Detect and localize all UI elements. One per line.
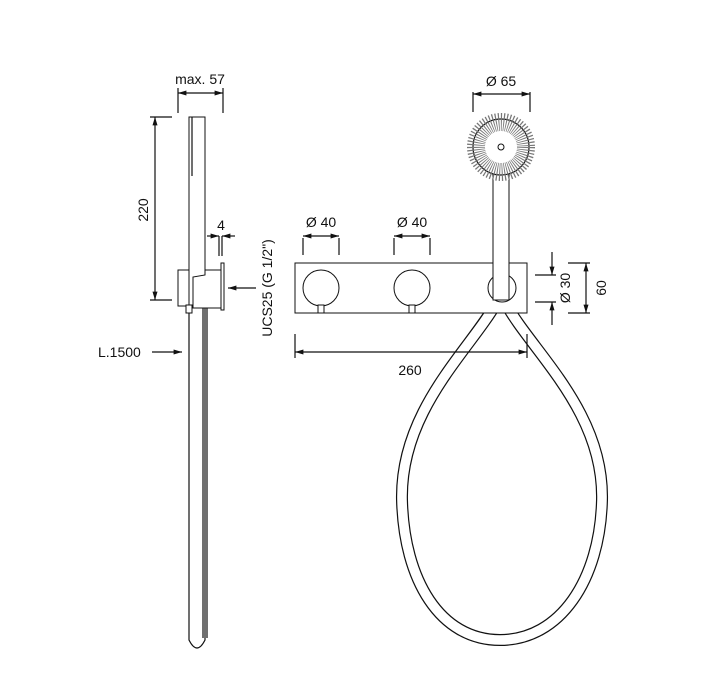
hose-side [188,305,208,649]
plate-height-dim: 60 [593,280,609,296]
knob-2 [393,269,431,307]
plate-thickness-dim: 4 [217,217,225,233]
height-dim: 220 [135,198,151,222]
connection-label: UCS25 (G 1/2") [259,239,275,337]
hand-shower-side [188,116,206,306]
knob-2-dim: Ø 40 [397,214,428,230]
knob-1-dim: Ø 40 [306,214,337,230]
shower-head-dim: Ø 65 [486,73,517,89]
knob-2-lever [408,304,416,314]
hand-shower-handle [492,169,510,301]
knob-1-lever [317,304,325,314]
shower-head-center [497,143,505,151]
holder-dim: Ø 30 [557,273,573,304]
holder-block [177,269,190,307]
wall-plate-side [220,262,225,311]
hose-loop [395,299,609,647]
knob-1 [302,269,340,307]
plate-width-dim: 260 [398,362,422,378]
shower-head-nozzles [467,113,535,181]
max-width-dim: max. 57 [175,71,225,87]
hose-length-label: L.1500 [98,344,141,360]
side-view: max. 57 220 4 UCS25 (G 1/2") L.1500 [98,71,275,649]
holder-stem [185,304,193,314]
front-view: Ø 65 Ø 40 Ø 40 Ø 30 60 260 [294,73,609,647]
